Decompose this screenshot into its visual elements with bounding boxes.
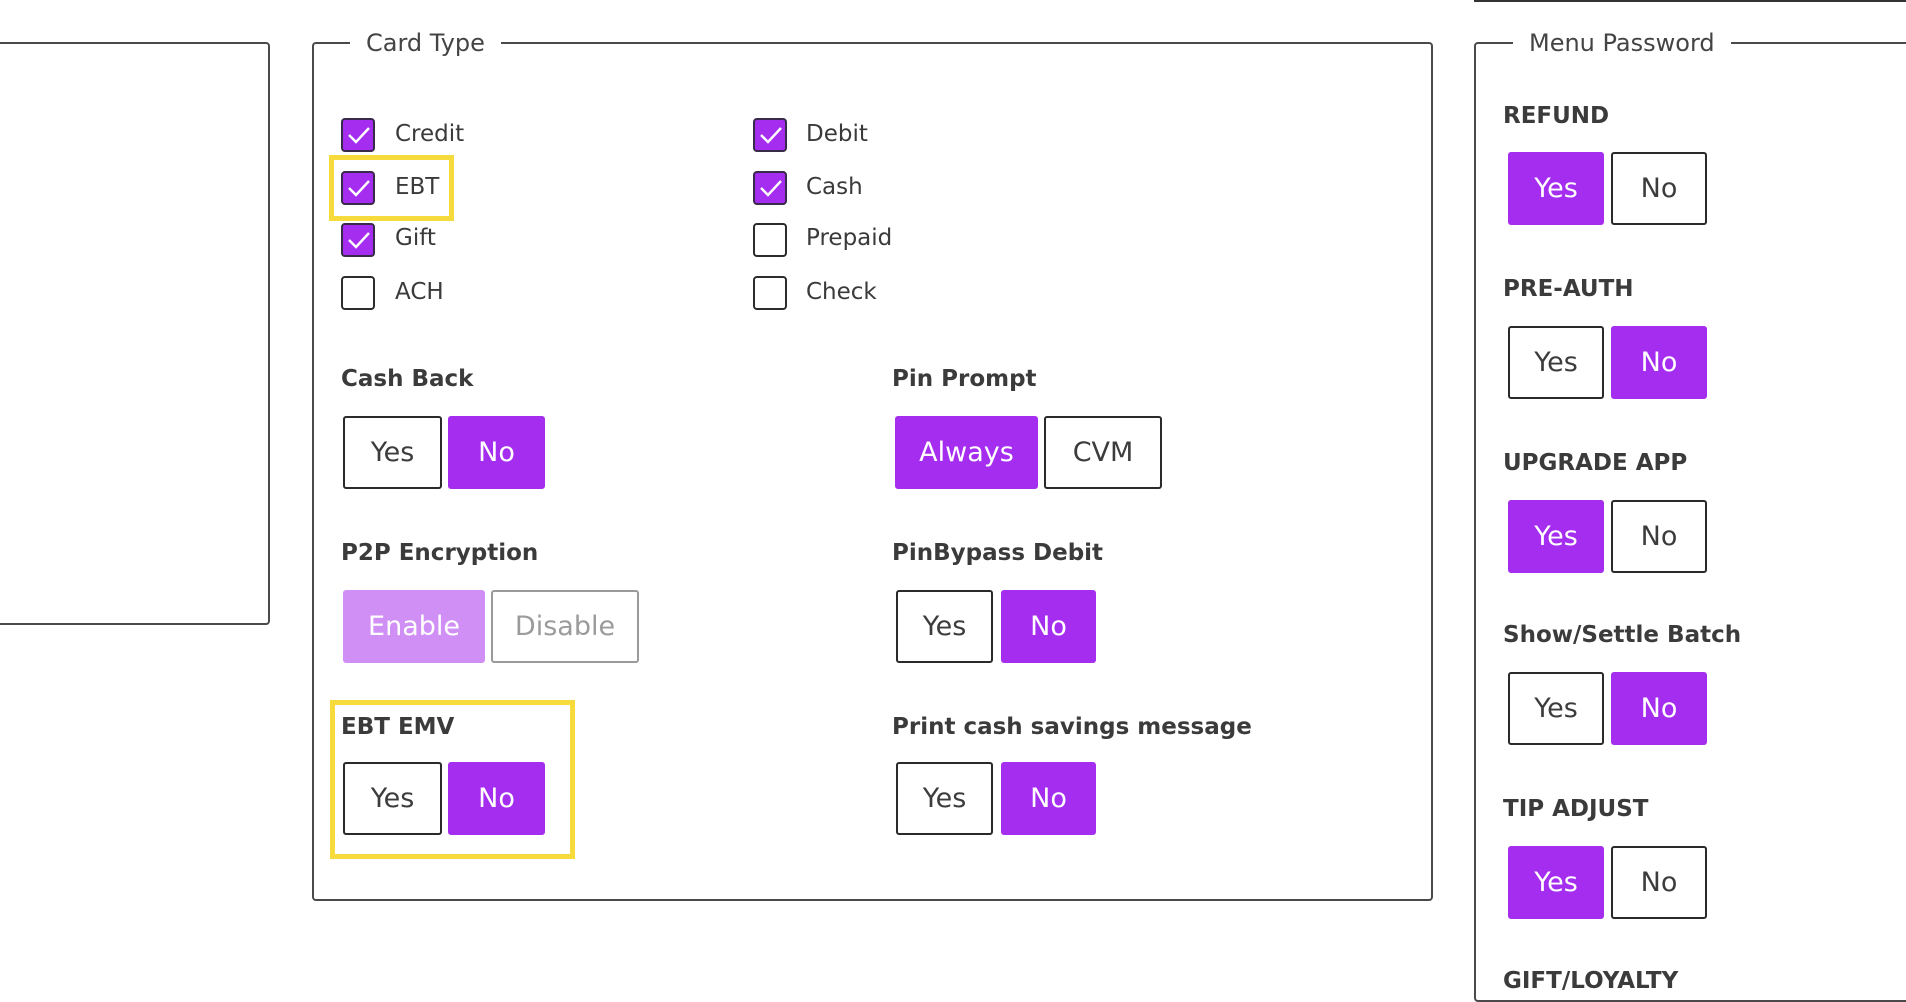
ebt-label: EBT — [395, 174, 440, 200]
checkmark-icon — [760, 180, 782, 197]
pinbypass-debit-title: PinBypass Debit — [892, 540, 1104, 566]
ebt-emv-highlight — [330, 700, 575, 859]
show-settle-batch-no-button[interactable]: No — [1611, 672, 1707, 745]
pre-auth-yes-button[interactable]: Yes — [1508, 326, 1604, 399]
upgrade-app-no-button[interactable]: No — [1611, 500, 1707, 573]
ebt-checkbox[interactable] — [341, 171, 375, 205]
gift-checkbox[interactable] — [341, 223, 375, 257]
ebt-highlight — [329, 155, 454, 221]
ach-label: ACH — [395, 279, 444, 305]
credit-label: Credit — [395, 121, 465, 147]
checkmark-icon — [348, 127, 370, 144]
gift-label: Gift — [395, 225, 436, 251]
p2p-encryption-title: P2P Encryption — [341, 540, 539, 566]
checkmark-icon — [348, 180, 370, 197]
print-cash-savings-yes-button[interactable]: Yes — [896, 762, 993, 835]
show-settle-batch-yes-button[interactable]: Yes — [1508, 672, 1604, 745]
cash-label: Cash — [806, 174, 863, 200]
credit-checkbox[interactable] — [341, 118, 375, 152]
pin-prompt-always-button[interactable]: Always — [895, 416, 1038, 489]
ebt-emv-no-button[interactable]: No — [448, 762, 545, 835]
ach-checkbox[interactable] — [341, 276, 375, 310]
tip-adjust-yes-button[interactable]: Yes — [1508, 846, 1604, 919]
prepaid-checkbox[interactable] — [753, 223, 787, 257]
checkmark-icon — [760, 127, 782, 144]
show-settle-batch-title: Show/Settle Batch — [1503, 622, 1742, 648]
debit-checkbox[interactable] — [753, 118, 787, 152]
refund-title: REFUND — [1503, 103, 1610, 129]
p2p-enable-button[interactable]: Enable — [343, 590, 485, 663]
pinbypass-no-button[interactable]: No — [1001, 590, 1096, 663]
cash-back-title: Cash Back — [341, 366, 474, 392]
cash-checkbox[interactable] — [753, 171, 787, 205]
check-label: Check — [806, 279, 877, 305]
pin-prompt-cvm-button[interactable]: CVM — [1044, 416, 1162, 489]
menu-password-legend: Menu Password — [1513, 28, 1731, 58]
card-type-group — [312, 42, 1433, 901]
checkmark-icon — [348, 232, 370, 249]
refund-no-button[interactable]: No — [1611, 152, 1707, 225]
refund-yes-button[interactable]: Yes — [1508, 152, 1604, 225]
gift-loyalty-title: GIFT/LOYALTY — [1503, 968, 1679, 994]
tip-adjust-no-button[interactable]: No — [1611, 846, 1707, 919]
tip-adjust-title: TIP ADJUST — [1503, 796, 1649, 822]
upgrade-app-title: UPGRADE APP — [1503, 450, 1688, 476]
print-cash-savings-title: Print cash savings message — [892, 714, 1252, 740]
card-type-legend: Card Type — [350, 28, 501, 58]
cash-back-yes-button[interactable]: Yes — [343, 416, 442, 489]
pinbypass-yes-button[interactable]: Yes — [896, 590, 993, 663]
upgrade-app-yes-button[interactable]: Yes — [1508, 500, 1604, 573]
print-cash-savings-no-button[interactable]: No — [1001, 762, 1096, 835]
check-checkbox[interactable] — [753, 276, 787, 310]
ebt-emv-title: EBT EMV — [341, 714, 455, 740]
pre-auth-title: PRE-AUTH — [1503, 276, 1634, 302]
debit-label: Debit — [806, 121, 868, 147]
pre-auth-no-button[interactable]: No — [1611, 326, 1707, 399]
cash-back-no-button[interactable]: No — [448, 416, 545, 489]
pin-prompt-title: Pin Prompt — [892, 366, 1037, 392]
prepaid-label: Prepaid — [806, 225, 893, 251]
ebt-emv-yes-button[interactable]: Yes — [343, 762, 442, 835]
top-right-divider — [1474, 0, 1906, 2]
p2p-disable-button[interactable]: Disable — [491, 590, 639, 663]
left-panel-frame — [0, 42, 270, 625]
